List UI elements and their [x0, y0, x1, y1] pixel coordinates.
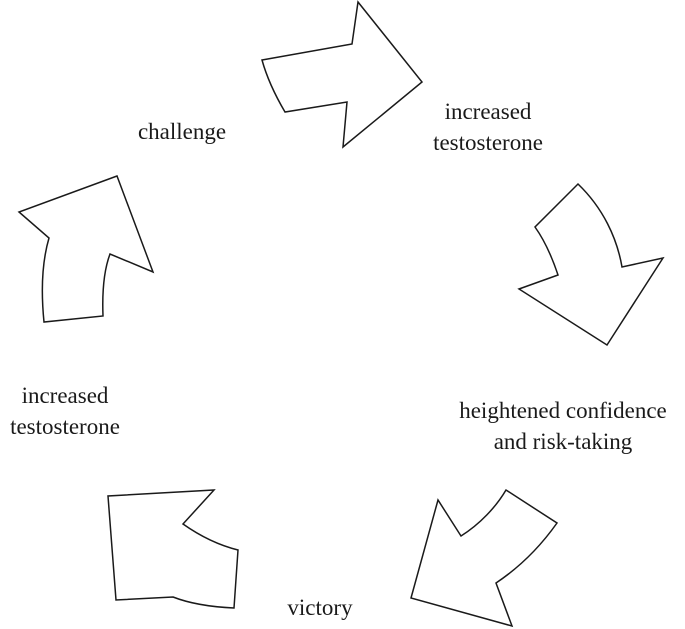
node-heightened-confidence: heightened confidence and risk-taking [440, 395, 685, 457]
node-increased-testosterone-top-line-1: increased [444, 99, 532, 124]
arrow-confidence-to-victory [410, 488, 559, 628]
arrow-testosterone-to-challenge [17, 175, 155, 323]
node-victory-line-1: victory [287, 595, 353, 620]
node-victory: victory [262, 592, 378, 623]
arrow-challenge-to-testosterone [261, 0, 424, 149]
node-increased-testosterone-left-line-1: increased [21, 383, 109, 408]
node-challenge-line-1: challenge [137, 119, 227, 144]
node-increased-testosterone-left: increased testosterone [0, 380, 130, 442]
node-heightened-confidence-line-1: heightened confidence [459, 398, 667, 423]
arrow-victory-to-testosterone [107, 489, 239, 609]
node-increased-testosterone-top-line-2: testosterone [433, 130, 543, 155]
node-heightened-confidence-line-2: and risk-taking [493, 429, 633, 454]
node-increased-testosterone-top: increased testosterone [410, 96, 566, 158]
node-increased-testosterone-left-line-2: testosterone [10, 414, 120, 439]
node-challenge: challenge [108, 116, 256, 147]
arrow-testosterone-to-confidence [517, 182, 665, 347]
